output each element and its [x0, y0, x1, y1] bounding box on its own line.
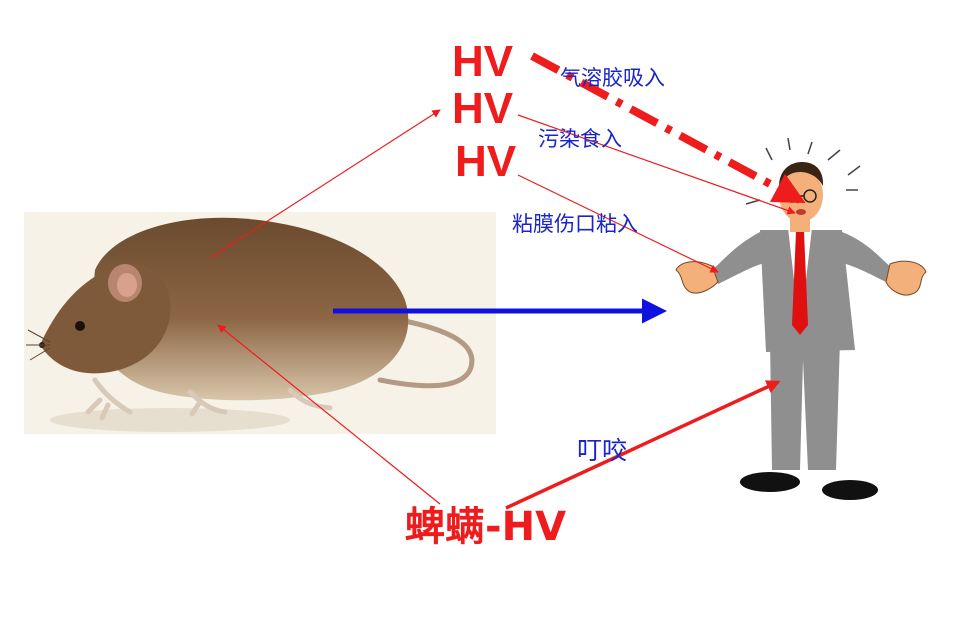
arrow-mucosa	[517, 174, 719, 273]
arrow-rat-to-hv	[209, 109, 441, 259]
arrow-food	[517, 114, 796, 215]
rat-illustration	[24, 212, 496, 434]
hv-label-2: HV	[452, 84, 514, 133]
arrow-aerosol-dashed	[530, 52, 806, 204]
route-aerosol-label: 气溶胶吸入	[560, 66, 665, 90]
route-mucosa-label: 粘膜伤口粘入	[512, 212, 638, 236]
hv-label-3: HV	[455, 137, 517, 186]
arrow-mite-to-rat	[217, 324, 441, 505]
route-food-label: 污染食入	[538, 127, 622, 151]
man-illustration	[675, 137, 927, 500]
route-bite-label: 叮咬	[577, 436, 628, 465]
arrow-bite	[505, 380, 781, 510]
mite-hv-label: 蜱螨-HV	[405, 504, 567, 550]
hv-label-1: HV	[452, 37, 514, 86]
